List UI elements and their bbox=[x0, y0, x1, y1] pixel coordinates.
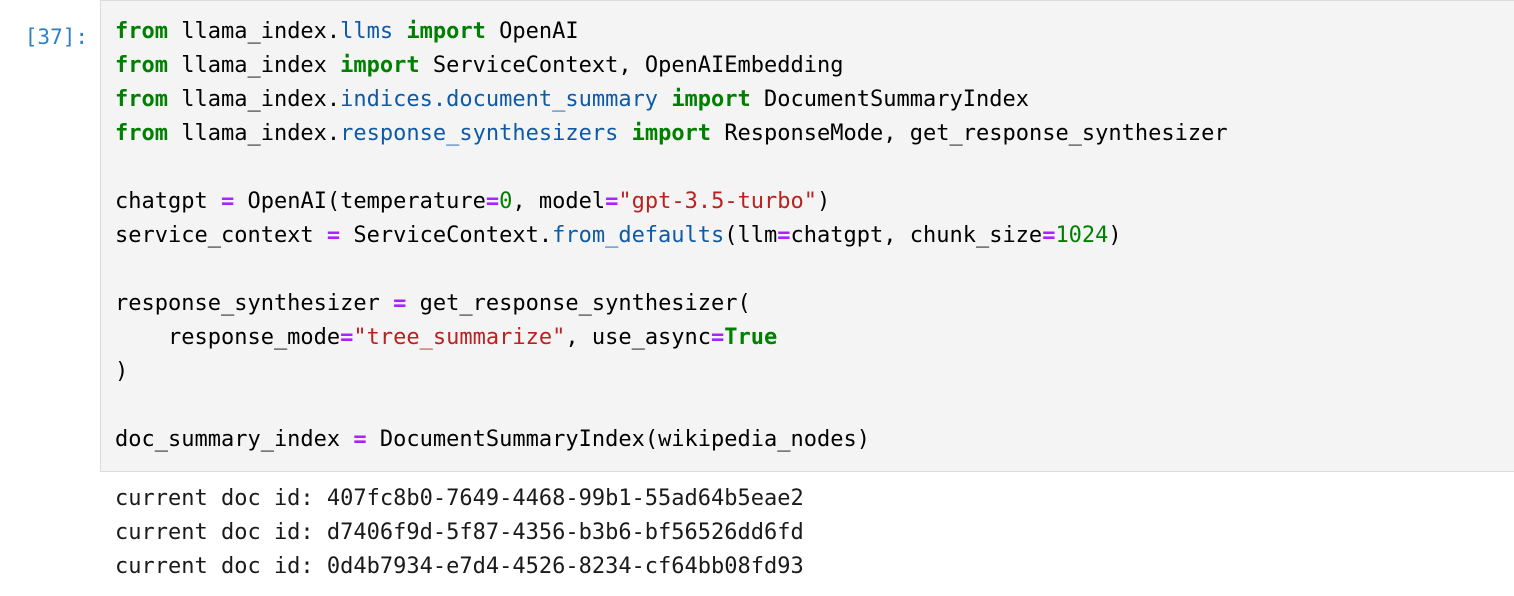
token-space bbox=[486, 19, 499, 44]
token-module-root: llama_index bbox=[167, 53, 341, 78]
token-imported-names: OpenAI bbox=[499, 19, 579, 44]
token-operator-assign: = bbox=[485, 189, 500, 214]
token-space bbox=[751, 87, 764, 112]
token-number-chunk-size: 1024 bbox=[1055, 223, 1109, 248]
token-operator-assign: = bbox=[605, 189, 619, 214]
stdout-line-1: current doc id: 407fc8b0-7649-4468-99b1-… bbox=[115, 486, 804, 511]
token-call-get-response-synthesizer: get_response_synthesizer( bbox=[406, 291, 751, 316]
source-code[interactable]: from llama_index.llms import OpenAI from… bbox=[115, 15, 1514, 457]
token-keyword-import: import bbox=[406, 19, 486, 44]
token-variable-chatgpt: chatgpt bbox=[115, 189, 221, 214]
token-paren-close: ) bbox=[817, 189, 831, 214]
token-module-sub: indices.document_summary bbox=[340, 87, 659, 112]
token-keyword-from: from bbox=[115, 121, 168, 146]
token-space bbox=[420, 53, 433, 78]
token-string-model-name: "gpt-3.5-turbo" bbox=[618, 189, 818, 214]
token-object-service-context: ServiceContext. bbox=[340, 223, 553, 248]
token-paren-close: ) bbox=[115, 359, 129, 384]
stdout-output-area: current doc id: 407fc8b0-7649-4468-99b1-… bbox=[100, 482, 1514, 584]
token-operator-assign: = bbox=[326, 223, 341, 248]
token-arg-use-async: , use_async bbox=[565, 325, 712, 350]
token-operator-assign: = bbox=[353, 427, 367, 452]
token-imported-names: ServiceContext, OpenAIEmbedding bbox=[432, 53, 844, 78]
token-space bbox=[618, 121, 631, 146]
token-imported-names: DocumentSummaryIndex bbox=[764, 87, 1029, 112]
token-variable-response-synthesizer: response_synthesizer bbox=[115, 291, 394, 316]
token-operator-assign: = bbox=[220, 189, 235, 214]
token-operator-assign: = bbox=[1042, 223, 1056, 248]
cell-input-row: [37]: from llama_index.llms import OpenA… bbox=[24, 0, 1514, 472]
token-arg-response-mode: response_mode bbox=[115, 325, 341, 350]
token-boolean-true: True bbox=[724, 325, 778, 350]
execution-count-prompt: [37]: bbox=[24, 25, 88, 49]
token-operator-assign: = bbox=[711, 325, 725, 350]
token-method-from-defaults: from_defaults bbox=[552, 223, 725, 248]
token-string-tree-summarize: "tree_summarize" bbox=[353, 325, 566, 350]
token-keyword-from: from bbox=[115, 19, 168, 44]
token-call-document-summary-index: DocumentSummaryIndex(wikipedia_nodes) bbox=[366, 427, 870, 452]
token-module-root: llama_index. bbox=[167, 19, 341, 44]
token-space bbox=[658, 87, 671, 112]
token-space bbox=[711, 121, 724, 146]
token-module-root: llama_index. bbox=[167, 87, 341, 112]
token-arg-chunk-size: chatgpt, chunk_size bbox=[790, 223, 1043, 248]
token-variable-service-context: service_context bbox=[115, 223, 327, 248]
token-operator-assign: = bbox=[393, 291, 407, 316]
token-variable-doc-summary-index: doc_summary_index bbox=[115, 427, 354, 452]
token-keyword-from: from bbox=[115, 53, 168, 78]
cell-output-row: current doc id: 407fc8b0-7649-4468-99b1-… bbox=[0, 482, 1514, 584]
token-space bbox=[393, 19, 406, 44]
token-module-sub: response_synthesizers bbox=[340, 121, 619, 146]
token-arg-llm: (llm bbox=[724, 223, 778, 248]
token-call-openai: OpenAI(temperature bbox=[234, 189, 486, 214]
code-editor-area[interactable]: from llama_index.llms import OpenAI from… bbox=[100, 0, 1514, 472]
token-keyword-import: import bbox=[340, 53, 420, 78]
token-paren-close: ) bbox=[1108, 223, 1122, 248]
token-module-root: llama_index. bbox=[167, 121, 341, 146]
token-arg-model: , model bbox=[512, 189, 606, 214]
stdout-line-3: current doc id: 0d4b7934-e7d4-4526-8234-… bbox=[115, 554, 804, 579]
token-keyword-from: from bbox=[115, 87, 168, 112]
token-operator-assign: = bbox=[777, 223, 791, 248]
token-number-temperature: 0 bbox=[499, 189, 513, 214]
token-imported-names: ResponseMode, get_response_synthesizer bbox=[724, 121, 1228, 146]
stdout-line-2: current doc id: d7406f9d-5f87-4356-b3b6-… bbox=[115, 520, 804, 545]
token-keyword-import: import bbox=[631, 121, 712, 146]
token-keyword-import: import bbox=[671, 87, 751, 112]
token-module-sub: llms bbox=[340, 19, 394, 44]
token-operator-assign: = bbox=[340, 325, 354, 350]
